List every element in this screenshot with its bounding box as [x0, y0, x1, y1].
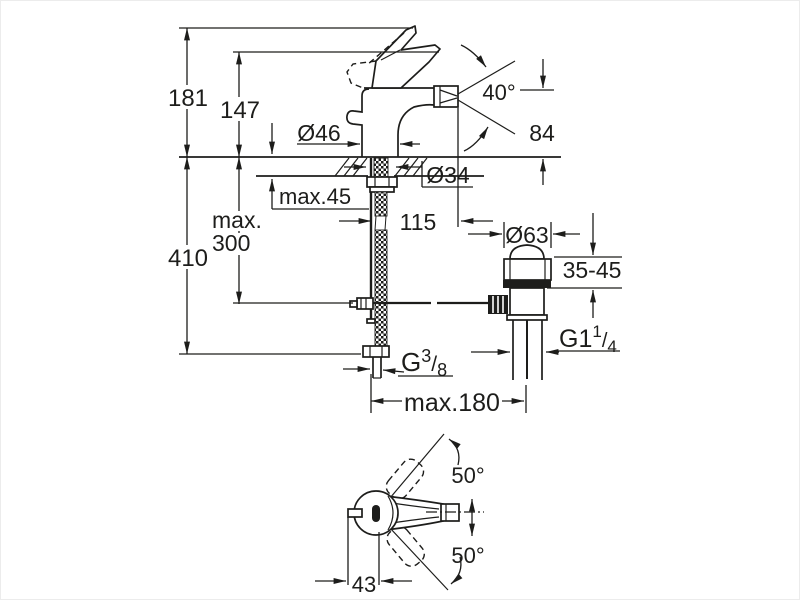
dim-label-max180: max.180 — [404, 389, 500, 417]
dim-147: 147 — [219, 51, 261, 158]
dim-label-35-45: 35-45 — [563, 257, 622, 283]
dim-label-115: 115 — [400, 209, 437, 235]
dim-label-300: 300 — [212, 230, 250, 256]
dim-181: 181 — [167, 27, 209, 158]
dim-label-d34: Ø34 — [426, 162, 470, 188]
dim-max180: max.180 — [370, 389, 525, 417]
body-left-edge-and-popup-knob — [346, 88, 370, 157]
threaded-shank — [373, 157, 389, 178]
dimensions: 181 147 410 max. 300 Ø46 max.4 — [165, 27, 622, 597]
dim-50deg-down: 50° — [450, 543, 485, 585]
handle-alt-position-dashed — [346, 60, 377, 89]
dim-label-d46: Ø46 — [297, 120, 340, 146]
dim-g114: G11/4 — [471, 322, 620, 356]
dim-diameter-63: Ø63 — [468, 222, 580, 248]
dim-max45: max.45 — [269, 123, 369, 210]
dim-410: 410 — [165, 156, 211, 355]
dim-diameter-46: Ø46 — [297, 120, 420, 147]
waste-body — [509, 287, 545, 316]
supply-thread-nut — [362, 345, 390, 358]
waste-flange — [503, 258, 552, 281]
lever-slot — [372, 505, 380, 522]
supply-hose-upper — [374, 191, 388, 217]
waste-dome — [509, 244, 545, 260]
dim-40deg: 40° — [457, 44, 516, 152]
dim-50deg-up: 50° — [448, 438, 485, 488]
dim-label-50-up: 50° — [451, 463, 484, 488]
supply-hose-lower — [374, 229, 388, 347]
dim-label-410: 410 — [168, 245, 208, 272]
handle-swivel-down-dashed — [386, 525, 425, 567]
dim-84: 84 — [529, 59, 555, 185]
swivel-limit-line-up — [389, 433, 445, 499]
popup-knob-top-view — [347, 508, 363, 518]
dim-label-max45: max.45 — [279, 184, 351, 209]
popup-waste-assembly — [488, 244, 552, 380]
dim-115: 115 — [339, 209, 493, 235]
dim-max300: max. 300 — [209, 156, 265, 305]
aerator-ball-joint — [433, 85, 459, 108]
handle-top-view — [347, 433, 484, 591]
dim-diameter-34: Ø34 — [344, 161, 473, 188]
faucet-side-view — [346, 25, 459, 157]
dim-label-50-down: 50° — [451, 543, 484, 568]
rod-clevis — [356, 297, 374, 310]
dim-label-d63: Ø63 — [505, 222, 548, 248]
swivel-limit-line-down — [389, 527, 449, 591]
dim-label-84: 84 — [529, 120, 555, 146]
spout-underside — [397, 103, 435, 157]
mounting-nut — [366, 176, 398, 188]
dim-35-45: 35-45 — [563, 213, 622, 318]
washer — [369, 186, 395, 193]
dim-43: 43 — [315, 572, 412, 597]
dim-label-40deg: 40° — [482, 80, 515, 105]
dim-label-181: 181 — [168, 85, 208, 112]
dim-label-g114: G11/4 — [559, 322, 617, 356]
dim-label-g38: G3/8 — [401, 346, 447, 380]
waste-gasket — [503, 280, 551, 288]
dim-label-147: 147 — [220, 97, 260, 124]
below-deck-parts — [349, 157, 489, 379]
handle-swivel-up-dashed — [385, 458, 425, 500]
dim-label-43: 43 — [352, 572, 376, 597]
dim-label-max: max. — [212, 207, 262, 233]
handle-lever — [371, 25, 441, 89]
dim-g38: G3/8 — [343, 346, 453, 380]
